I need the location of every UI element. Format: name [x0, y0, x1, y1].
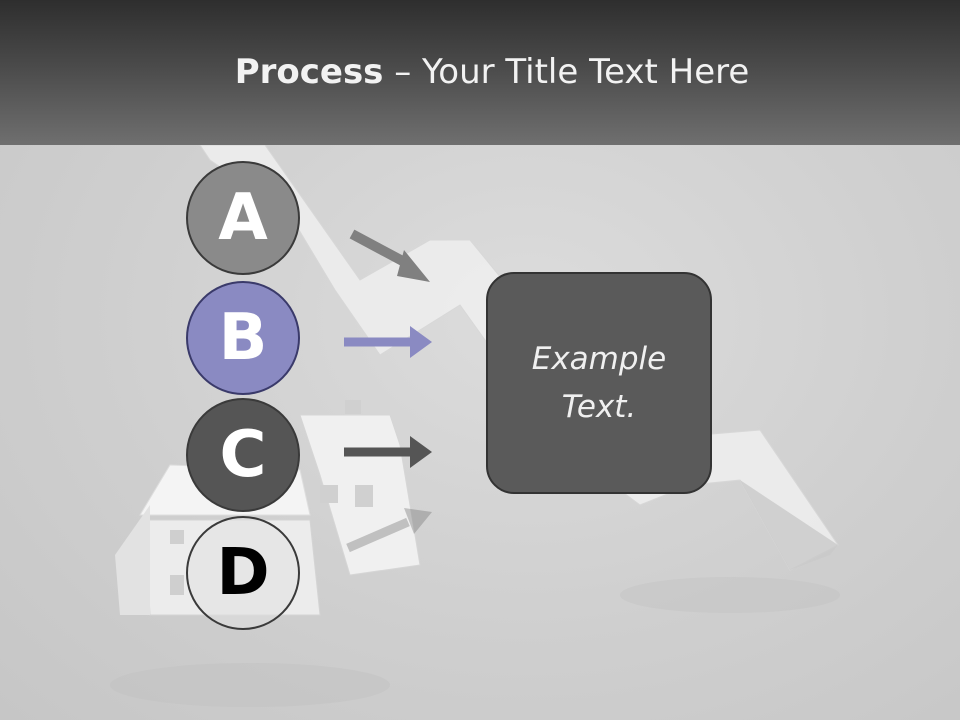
house-window: [170, 575, 184, 595]
step-b-letter: B: [218, 301, 268, 375]
house-shadow: [110, 663, 390, 707]
arrow-d-icon: [346, 508, 432, 553]
step-d-letter: D: [216, 536, 270, 610]
arrow-c-icon: [344, 436, 432, 468]
step-a-circle: A: [186, 161, 300, 275]
step-c-letter: C: [219, 418, 267, 492]
arrow-shadow: [620, 577, 840, 613]
arrow-b-icon: [344, 326, 432, 358]
house-window: [355, 485, 373, 507]
step-a-letter: A: [218, 181, 268, 255]
house-window: [320, 485, 338, 503]
title-bar: Process – Your Title Text Here: [0, 0, 960, 145]
step-b-circle: B: [186, 281, 300, 395]
example-text-box: Example Text.: [486, 272, 712, 494]
arrow-a-icon: [349, 229, 430, 282]
step-c-circle: C: [186, 398, 300, 512]
page-title: Process – Your Title Text Here: [0, 52, 960, 92]
example-text: Example Text.: [531, 341, 667, 425]
title-rest: – Your Title Text Here: [383, 52, 750, 92]
arrow-side-shade: [740, 480, 838, 570]
house-window: [170, 530, 184, 544]
title-bold: Process: [234, 52, 384, 92]
step-d-circle: D: [186, 516, 300, 630]
house-side: [115, 505, 150, 615]
house-window: [345, 400, 361, 414]
